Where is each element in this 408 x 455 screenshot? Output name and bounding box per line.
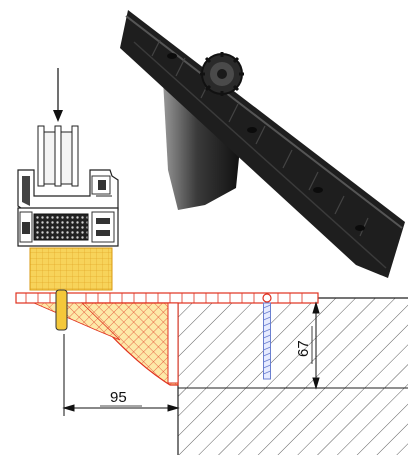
anchor-pin: [55, 289, 68, 331]
dimension-label-95: 95: [110, 389, 127, 406]
product-photo: [120, 10, 405, 278]
masonry-wall: [177, 297, 408, 455]
sash-frame: [17, 169, 119, 215]
gear-icon: [200, 52, 244, 96]
arrow-down-icon: [53, 68, 63, 122]
dimension-horizontal: [62, 334, 180, 416]
product-plate: [120, 10, 405, 278]
dimension-label-67: 67: [295, 340, 312, 357]
glazing-unit: [37, 125, 79, 187]
window-profile-section: [17, 68, 119, 291]
screw-icon: [262, 293, 272, 380]
insulation-block: [29, 247, 113, 291]
window-frame: [17, 207, 119, 247]
dimension-vertical: [280, 301, 325, 390]
bracket-wedge: [80, 302, 179, 386]
support-bracket: [15, 292, 319, 386]
